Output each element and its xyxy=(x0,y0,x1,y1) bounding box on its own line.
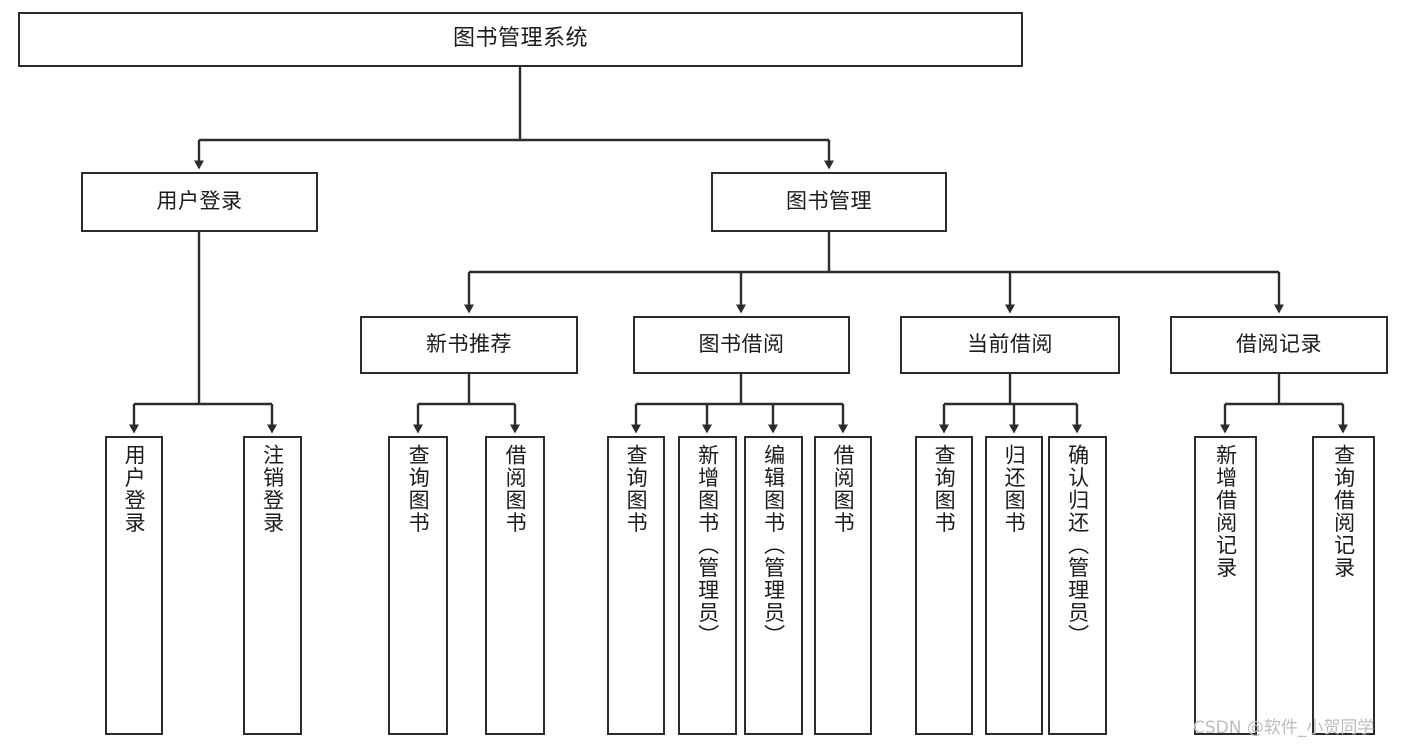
node-leaf-query-book-2[interactable]: 查询图书 xyxy=(607,436,665,735)
node-leaf-query-book-1-label: 查询图书 xyxy=(406,444,431,534)
node-leaf-query-book-2-label: 查询图书 xyxy=(624,444,649,534)
node-leaf-return-book-label: 归还图书 xyxy=(1002,444,1027,534)
node-leaf-borrow-book-1[interactable]: 借阅图书 xyxy=(485,436,545,735)
node-leaf-query-record-label: 查询借阅记录 xyxy=(1331,444,1356,579)
node-book-manage[interactable]: 图书管理 xyxy=(711,172,947,232)
node-user-login[interactable]: 用户登录 xyxy=(81,172,318,232)
node-leaf-confirm-return-label: 确认归还（管理员） xyxy=(1065,444,1090,647)
node-leaf-confirm-return[interactable]: 确认归还（管理员） xyxy=(1048,436,1107,735)
node-book-manage-label: 图书管理 xyxy=(786,189,872,214)
node-book-borrow[interactable]: 图书借阅 xyxy=(633,316,850,374)
node-new-book-recommend[interactable]: 新书推荐 xyxy=(360,316,578,374)
node-leaf-edit-book[interactable]: 编辑图书（管理员） xyxy=(744,436,803,735)
csdn-watermark: CSDN @软件_小贺同学 xyxy=(1193,718,1375,738)
node-leaf-user-login-label: 用户登录 xyxy=(122,444,147,534)
node-leaf-borrow-book-1-label: 借阅图书 xyxy=(503,444,528,534)
node-leaf-add-book-label: 新增图书（管理员） xyxy=(695,444,720,647)
node-current-borrow-label: 当前借阅 xyxy=(967,332,1053,357)
node-current-borrow[interactable]: 当前借阅 xyxy=(900,316,1120,374)
node-leaf-add-record-label: 新增借阅记录 xyxy=(1213,444,1238,579)
node-borrow-record[interactable]: 借阅记录 xyxy=(1170,316,1388,374)
node-leaf-query-book-1[interactable]: 查询图书 xyxy=(388,436,448,735)
node-book-borrow-label: 图书借阅 xyxy=(698,332,785,357)
node-leaf-user-login[interactable]: 用户登录 xyxy=(105,436,163,735)
node-leaf-borrow-book-2-label: 借阅图书 xyxy=(831,444,856,534)
node-user-login-label: 用户登录 xyxy=(156,189,243,214)
node-leaf-query-book-3-label: 查询图书 xyxy=(932,444,957,534)
node-root-label: 图书管理系统 xyxy=(452,26,588,52)
node-leaf-add-record[interactable]: 新增借阅记录 xyxy=(1194,436,1257,735)
node-borrow-record-label: 借阅记录 xyxy=(1236,332,1322,357)
node-leaf-edit-book-label: 编辑图书（管理员） xyxy=(761,444,786,647)
node-leaf-query-record[interactable]: 查询借阅记录 xyxy=(1312,436,1375,735)
node-leaf-add-book[interactable]: 新增图书（管理员） xyxy=(678,436,737,735)
node-leaf-logout[interactable]: 注销登录 xyxy=(243,436,302,735)
node-leaf-borrow-book-2[interactable]: 借阅图书 xyxy=(814,436,872,735)
node-root[interactable]: 图书管理系统 xyxy=(18,12,1023,67)
node-leaf-logout-label: 注销登录 xyxy=(260,444,285,534)
node-leaf-return-book[interactable]: 归还图书 xyxy=(985,436,1043,735)
node-leaf-query-book-3[interactable]: 查询图书 xyxy=(915,436,973,735)
node-new-book-recommend-label: 新书推荐 xyxy=(426,332,512,357)
